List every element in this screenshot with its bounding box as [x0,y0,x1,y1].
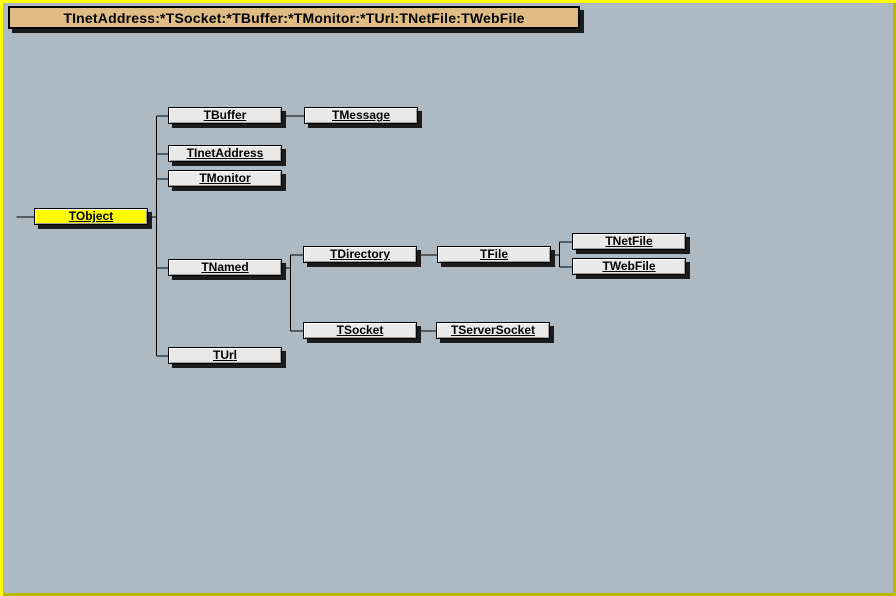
class-node-turl[interactable]: TUrl [168,347,282,364]
class-node-tnetfile[interactable]: TNetFile [572,233,686,250]
class-node-label: TObject [68,209,114,223]
class-node-label: TFile [479,247,508,261]
class-node-label: TBuffer [203,108,247,122]
class-node-tserversocket[interactable]: TServerSocket [436,322,550,339]
class-node-label: TNetFile [605,234,653,248]
frame-edge-top [0,0,896,3]
class-node-tmessage[interactable]: TMessage [304,107,418,124]
class-node-label: TWebFile [602,259,656,273]
class-node-tbuffer[interactable]: TBuffer [168,107,282,124]
class-node-label: TNamed [201,260,249,274]
hierarchy-title-bar: TInetAddress:*TSocket:*TBuffer:*TMonitor… [8,6,580,29]
class-node-tnamed[interactable]: TNamed [168,259,282,276]
class-node-label: TInetAddress [186,146,264,160]
frame-edge-left [0,0,3,596]
class-node-label: TDirectory [329,247,391,261]
class-node-tobject[interactable]: TObject [34,208,148,225]
class-node-tfile[interactable]: TFile [437,246,551,263]
class-node-twebfile[interactable]: TWebFile [572,258,686,275]
class-node-tmonitor[interactable]: TMonitor [168,170,282,187]
class-node-label: TMessage [331,108,391,122]
class-node-label: TUrl [213,348,237,362]
class-node-label: TSocket [336,323,384,337]
hierarchy-title-text: TInetAddress:*TSocket:*TBuffer:*TMonitor… [63,9,525,26]
class-node-label: TMonitor [199,171,251,185]
class-node-tinetaddress[interactable]: TInetAddress [168,145,282,162]
frame-edge-bottom [3,593,896,596]
class-node-tdirectory[interactable]: TDirectory [303,246,417,263]
frame-edge-right [893,3,896,596]
class-node-tsocket[interactable]: TSocket [303,322,417,339]
class-node-label: TServerSocket [450,323,536,337]
